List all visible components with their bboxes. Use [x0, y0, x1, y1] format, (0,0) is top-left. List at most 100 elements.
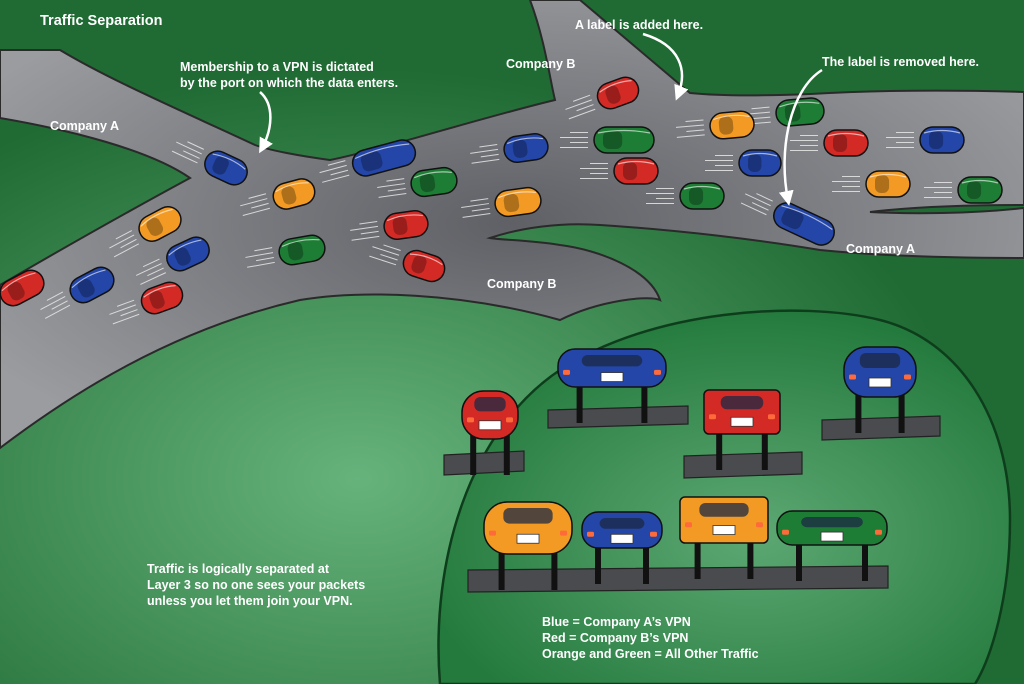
- company-b-top-label: Company B: [506, 57, 576, 71]
- speed-line: [245, 252, 274, 258]
- car-icon: [140, 281, 184, 315]
- speed-line: [135, 263, 162, 276]
- speed-line: [247, 261, 275, 268]
- parking-platform: [443, 450, 525, 476]
- car-icon: [69, 266, 115, 304]
- speed-line: [113, 243, 140, 258]
- car-icon: [773, 202, 835, 246]
- parking-garage: [437, 309, 1012, 684]
- car-icon: [557, 348, 667, 423]
- speed-line: [470, 148, 498, 154]
- label-removed-note: The label is removed here.: [822, 55, 980, 69]
- speed-line: [109, 234, 135, 249]
- legend: Blue = Company A’s VPN Red = Company B’s…: [542, 614, 759, 662]
- speed-line: [251, 202, 269, 209]
- legend-blue: Blue = Company A’s VPN: [542, 615, 691, 629]
- speed-line: [350, 225, 378, 231]
- speed-line: [745, 193, 771, 207]
- speed-lines: [0, 94, 952, 325]
- company-a-left-label: Company A: [50, 119, 119, 133]
- speed-line: [462, 212, 491, 218]
- speed-line: [740, 202, 767, 216]
- speed-line: [240, 198, 268, 207]
- road-cars: [0, 76, 1003, 315]
- speed-line: [319, 164, 347, 174]
- speed-line: [479, 143, 498, 148]
- legend-orange-green: Orange and Green = All Other Traffic: [542, 647, 759, 661]
- parking-platform: [467, 565, 889, 593]
- speed-line: [183, 150, 200, 159]
- speed-line: [256, 257, 274, 262]
- car-icon: [483, 501, 573, 590]
- speed-line: [112, 313, 140, 325]
- car-icon: [776, 510, 888, 581]
- car-icon: [204, 150, 248, 186]
- parking-platform: [683, 451, 803, 479]
- speed-line: [471, 158, 500, 164]
- speed-line: [565, 99, 592, 110]
- speed-line: [685, 119, 704, 123]
- speed-line: [676, 134, 705, 138]
- car-icon: [596, 76, 640, 110]
- speed-line: [44, 304, 71, 319]
- label-added-note: A label is added here.: [575, 18, 704, 32]
- speed-line: [461, 203, 490, 208]
- car-icon: [679, 496, 769, 579]
- car-icon: [679, 182, 725, 210]
- speed-line: [171, 150, 198, 164]
- speed-line: [254, 247, 273, 252]
- speed-line: [142, 258, 160, 268]
- speed-line: [120, 238, 137, 249]
- car-icon: [593, 126, 655, 154]
- speed-line: [686, 129, 705, 132]
- page-title: Traffic Separation: [40, 13, 163, 29]
- company-b-bottom-label: Company B: [487, 277, 557, 291]
- car-icon: [503, 132, 549, 164]
- car-icon: [351, 139, 417, 177]
- speed-line: [120, 309, 138, 317]
- parking-platform: [821, 415, 941, 441]
- car-icon: [410, 166, 458, 198]
- speed-line: [248, 193, 267, 199]
- car-icon: [272, 178, 316, 210]
- car-icon: [138, 206, 182, 242]
- car-icon: [613, 157, 659, 185]
- car-icon: [703, 389, 781, 470]
- speed-line: [377, 183, 406, 188]
- legend-red: Red = Company B’s VPN: [542, 631, 689, 645]
- car-icon: [957, 176, 1003, 204]
- speed-line: [46, 291, 64, 301]
- speed-line: [386, 178, 405, 182]
- vpn-membership-note: Membership to a VPN is dictated by the p…: [180, 60, 399, 90]
- speed-line: [40, 295, 66, 310]
- car-icon: [494, 186, 542, 218]
- car-icon: [278, 234, 326, 266]
- speed-line: [751, 202, 769, 211]
- speed-line: [383, 244, 401, 251]
- company-a-right-label: Company A: [846, 242, 915, 256]
- speed-line: [576, 104, 594, 112]
- speed-line: [380, 253, 398, 261]
- speed-line: [147, 267, 164, 277]
- speed-line: [330, 169, 349, 176]
- speed-line: [756, 193, 773, 202]
- speed-line: [359, 220, 378, 225]
- car-icon: [738, 149, 782, 177]
- car-icon: [383, 209, 429, 241]
- arrow-icon: [259, 91, 273, 154]
- speed-line: [51, 300, 68, 310]
- car-icon: [461, 390, 519, 475]
- speed-line: [378, 192, 407, 198]
- car-icon: [919, 126, 965, 154]
- speed-line: [480, 153, 499, 158]
- speed-line: [176, 141, 202, 155]
- speed-line: [109, 304, 136, 315]
- car-icon: [775, 97, 825, 127]
- speed-line: [369, 255, 397, 266]
- car-icon: [402, 249, 446, 283]
- arrow-icon: [642, 32, 689, 101]
- speed-line: [568, 108, 596, 120]
- speed-line: [675, 124, 704, 128]
